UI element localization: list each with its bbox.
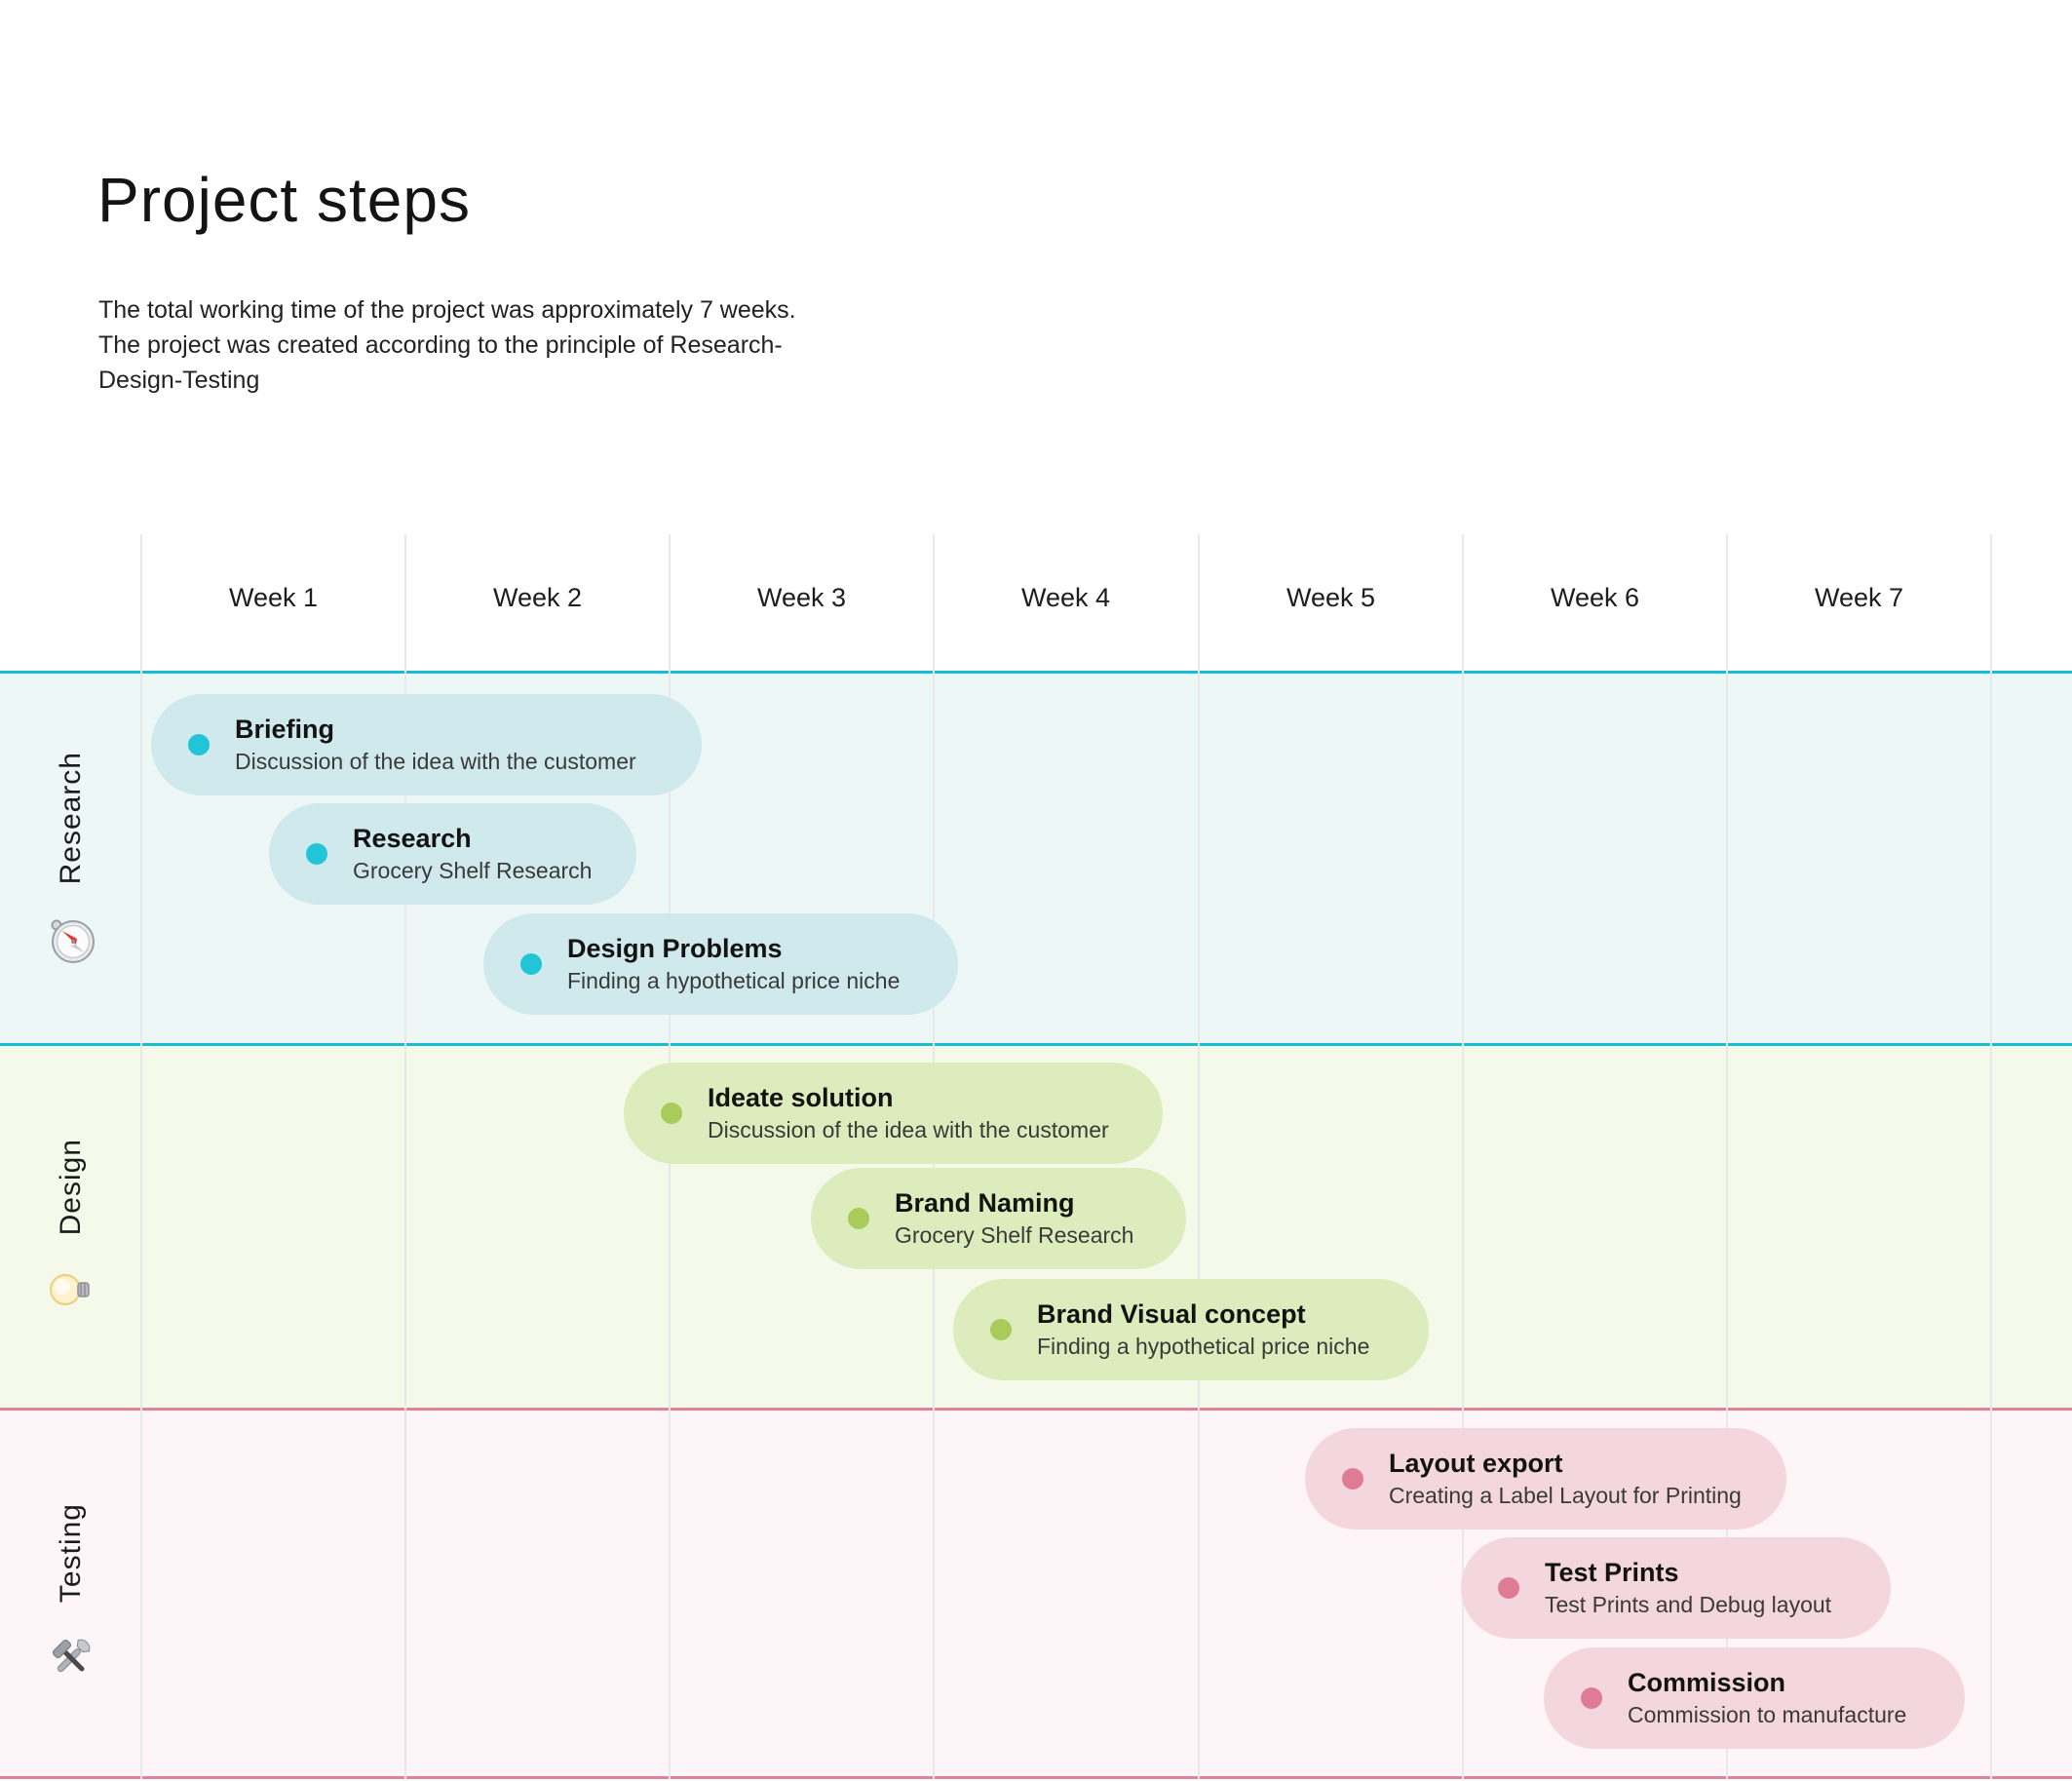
light-bulb-icon: [46, 1264, 96, 1315]
task-pill-design-problems: Design Problems Finding a hypothetical p…: [483, 913, 958, 1015]
week-label-4: Week 4: [1020, 583, 1111, 612]
task-dot: [661, 1103, 682, 1124]
week-column-line: [1198, 534, 1200, 1779]
task-subtitle: Finding a hypothetical price niche: [1037, 1333, 1370, 1359]
week-label-1: Week 1: [228, 583, 319, 612]
task-title: Commission: [1628, 1667, 1786, 1697]
row-label-research: Research: [54, 752, 87, 885]
row-label-design: Design: [54, 1138, 87, 1236]
task-subtitle: Finding a hypothetical price niche: [567, 967, 901, 993]
week-label-5: Week 5: [1285, 583, 1376, 612]
task-subtitle: Creating a Label Layout for Printing: [1389, 1482, 1742, 1508]
task-pill-brand-naming: Brand Naming Grocery Shelf Research: [811, 1168, 1186, 1269]
row-head-research: Research: [0, 671, 141, 1046]
task-pill-research: Research Grocery Shelf Research: [269, 803, 636, 905]
week-column-line: [1726, 534, 1728, 1779]
task-pill-test-prints: Test Prints Test Prints and Debug layout: [1461, 1537, 1891, 1639]
task-title: Research: [353, 823, 472, 853]
compass-icon: [46, 914, 96, 965]
week-column-line: [1990, 534, 1992, 1779]
task-pill-ideate-solution: Ideate solution Discussion of the idea w…: [624, 1063, 1163, 1164]
task-dot: [1342, 1468, 1363, 1490]
week-column-line: [1462, 534, 1464, 1779]
task-title: Test Prints: [1545, 1557, 1679, 1587]
task-subtitle: Test Prints and Debug layout: [1545, 1591, 1832, 1617]
task-dot: [188, 734, 210, 755]
row-head-design: Design: [0, 1046, 141, 1408]
task-subtitle: Discussion of the idea with the customer: [708, 1116, 1109, 1142]
page-subtitle: The total working time of the project wa…: [98, 292, 796, 398]
task-pill-brand-visual-concept: Brand Visual concept Finding a hypotheti…: [953, 1279, 1429, 1380]
task-title: Ideate solution: [708, 1082, 894, 1112]
subtitle-line-3: Design-Testing: [98, 367, 260, 394]
task-title: Brand Naming: [895, 1187, 1075, 1218]
subtitle-line-2: The project was created according to the…: [98, 331, 783, 359]
row-head-testing: Testing: [0, 1408, 141, 1779]
task-dot: [1498, 1577, 1519, 1599]
task-dot: [848, 1208, 869, 1229]
week-label-7: Week 7: [1814, 583, 1904, 612]
task-pill-briefing: Briefing Discussion of the idea with the…: [151, 694, 702, 795]
task-dot: [520, 953, 542, 975]
task-dot: [1581, 1687, 1602, 1709]
task-subtitle: Grocery Shelf Research: [895, 1221, 1134, 1248]
page-title: Project steps: [97, 165, 471, 235]
row-label-testing: Testing: [54, 1503, 87, 1604]
task-subtitle: Discussion of the idea with the customer: [235, 748, 636, 774]
task-title: Briefing: [235, 714, 335, 744]
week-label-3: Week 3: [756, 583, 847, 612]
task-title: Layout export: [1389, 1448, 1563, 1478]
week-label-6: Week 6: [1550, 583, 1640, 612]
task-dot: [306, 843, 327, 865]
task-pill-layout-export: Layout export Creating a Label Layout fo…: [1305, 1428, 1786, 1529]
task-title: Design Problems: [567, 933, 783, 963]
week-column-line: [404, 534, 406, 1779]
week-column-line: [140, 534, 142, 1779]
subtitle-line-1: The total working time of the project wa…: [98, 296, 796, 324]
tools-icon: [46, 1633, 96, 1684]
week-label-2: Week 2: [492, 583, 583, 612]
task-subtitle: Grocery Shelf Research: [353, 857, 593, 883]
task-dot: [990, 1319, 1012, 1340]
task-pill-commission: Commission Commission to manufacture: [1544, 1647, 1965, 1749]
task-title: Brand Visual concept: [1037, 1298, 1306, 1329]
task-subtitle: Commission to manufacture: [1628, 1701, 1907, 1727]
